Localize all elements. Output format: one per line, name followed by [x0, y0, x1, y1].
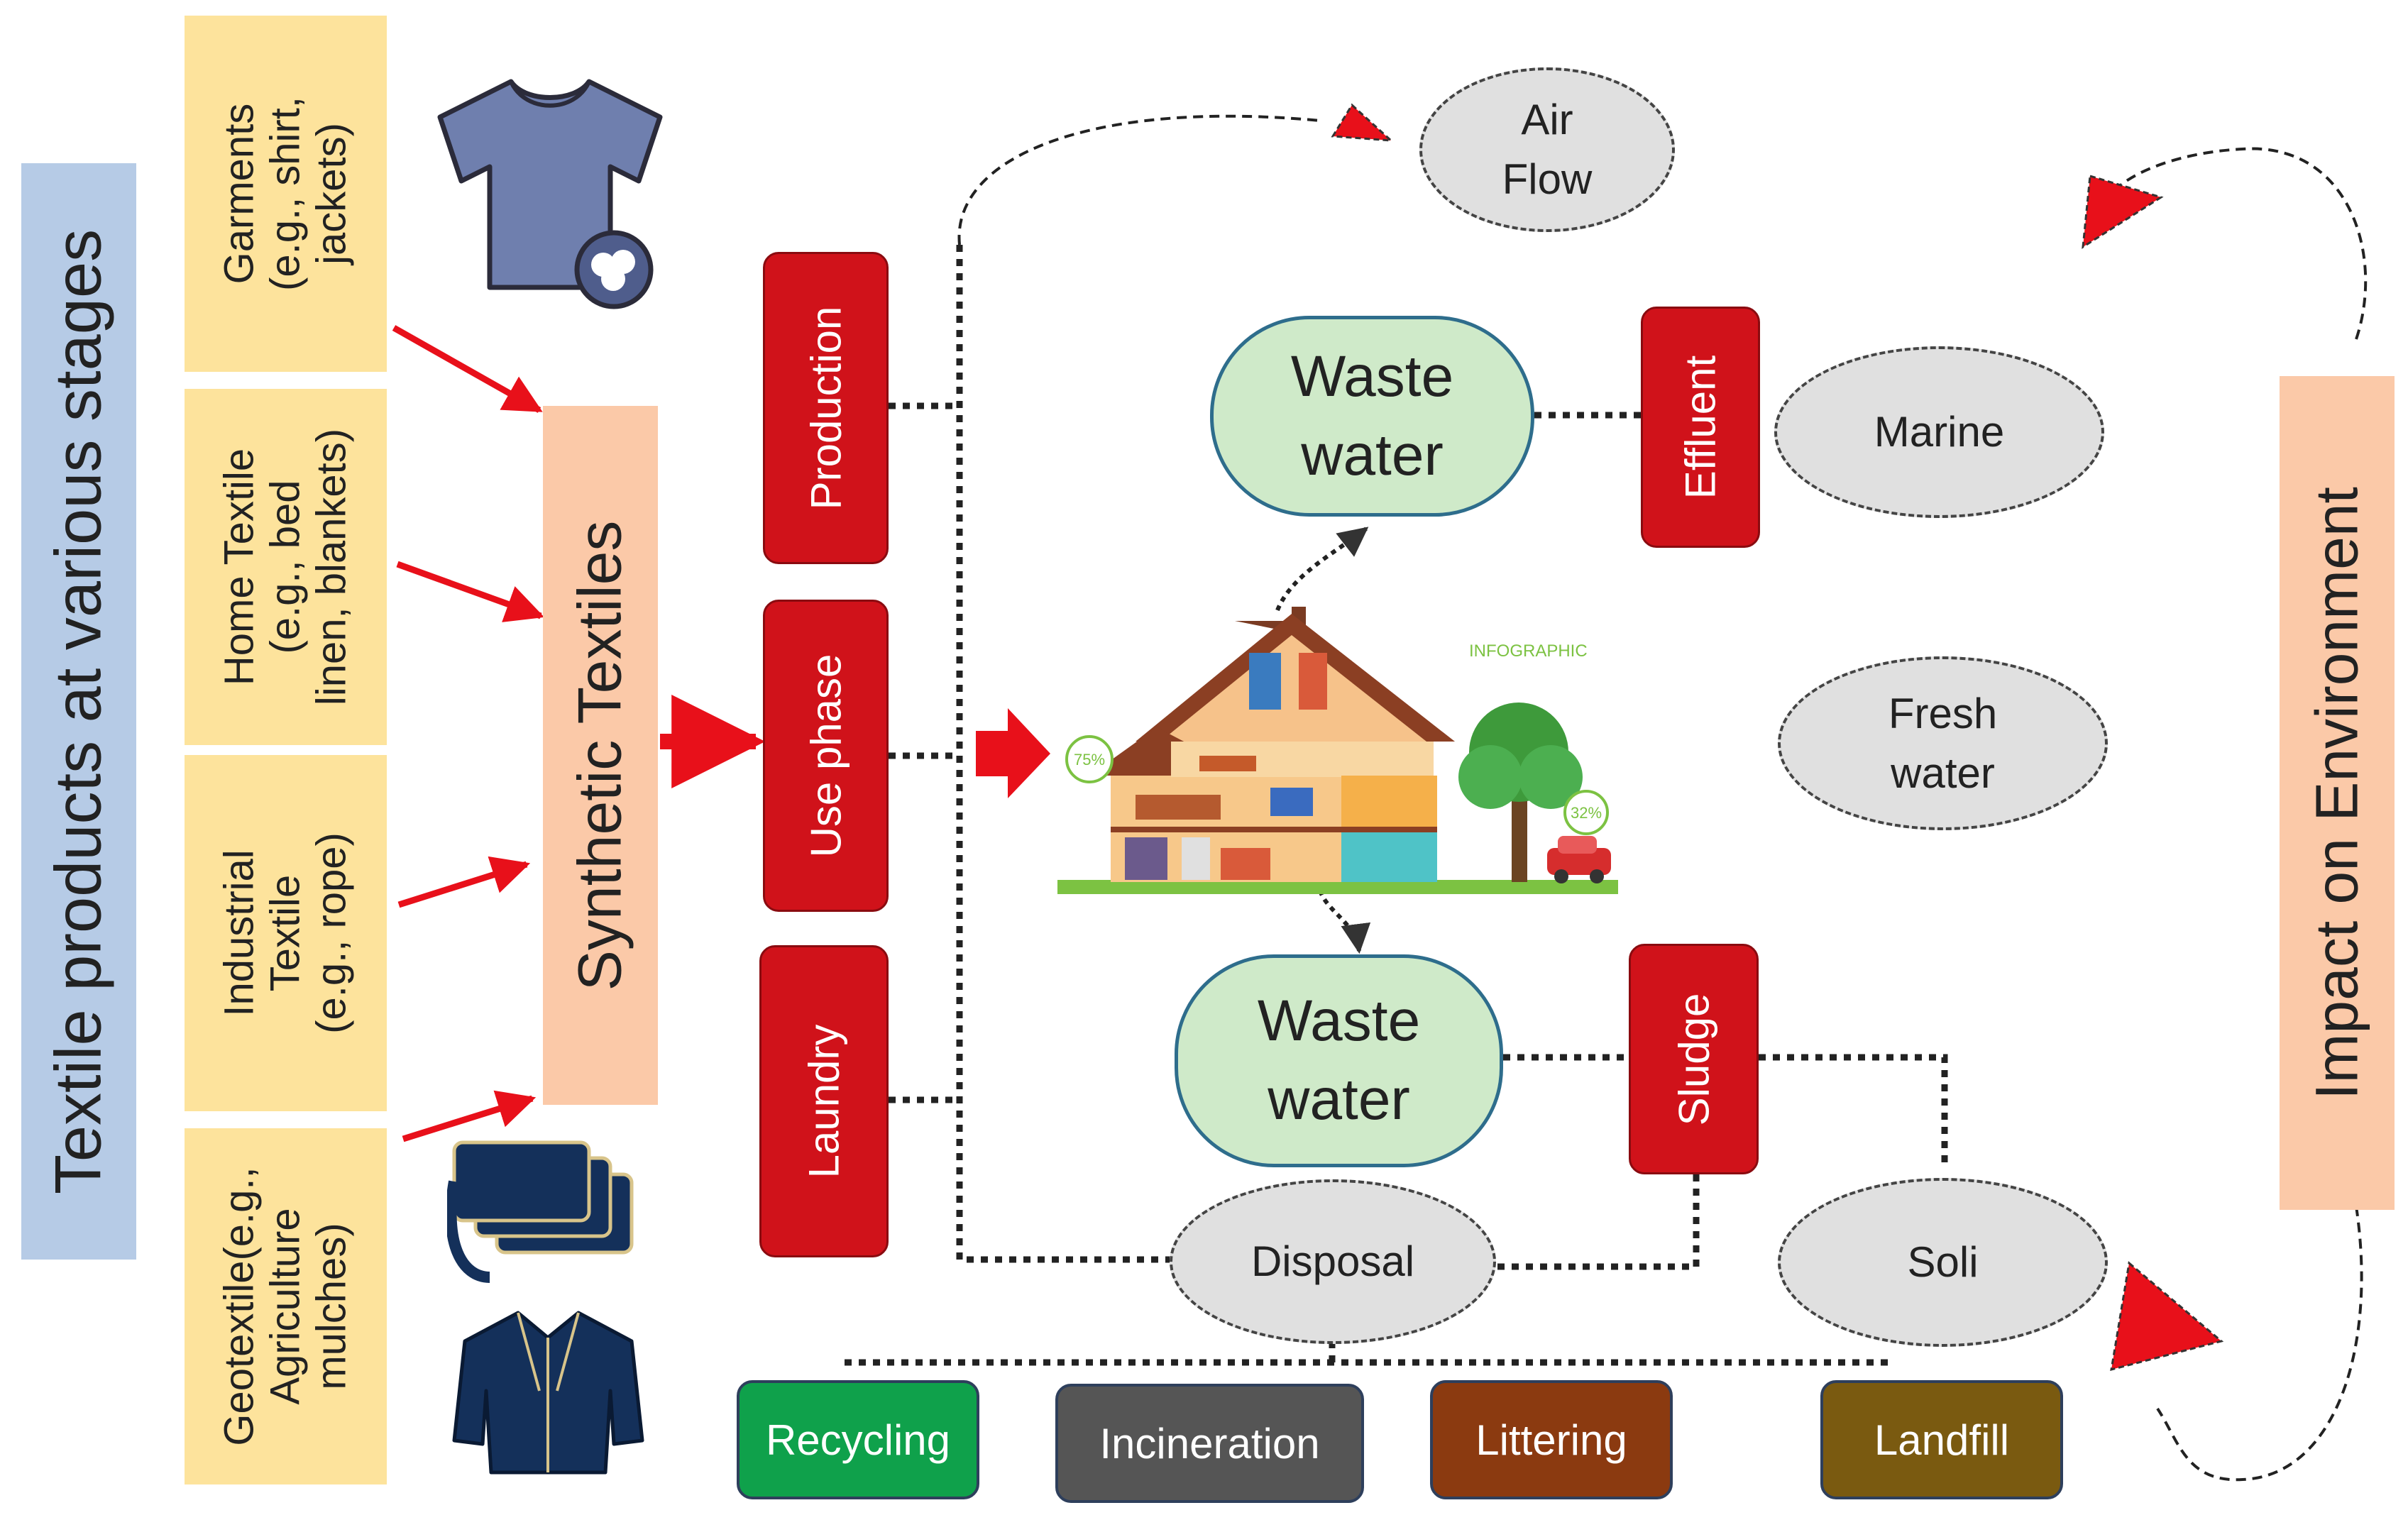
impact-label: Impact on Environment: [2303, 486, 2370, 1100]
stage-laundry: Laundry: [759, 945, 889, 1257]
house-illustration: INFOGRAPHIC 75% 32%: [1057, 607, 1618, 894]
arrow-garments: [392, 325, 543, 413]
arrow-industrial: [397, 856, 531, 908]
marine-ellipse: Marine: [1774, 346, 2104, 518]
pct-left-badge: [1065, 735, 1114, 783]
stage-production: Production: [763, 252, 889, 564]
house-header: INFOGRAPHIC: [1469, 641, 1588, 661]
sludge-box: Sludge: [1629, 944, 1759, 1174]
curve-impact-bottom: [2156, 1206, 2363, 1482]
arrow-home-textile: [396, 561, 545, 622]
category-home-textile: Home Textile (e.g., bed linen, blankets): [185, 389, 387, 745]
air-flow-ellipse: Air Flow: [1419, 67, 1675, 232]
title-bar: Textile products at various stages: [21, 163, 136, 1260]
stage-label: Laundry: [800, 1024, 848, 1179]
curve-to-air-flow: [957, 114, 1321, 246]
method-recycling: Recycling: [737, 1380, 979, 1499]
pct-right: 32%: [1571, 804, 1602, 822]
synthetic-textiles-box: Synthetic Textiles: [543, 406, 658, 1105]
category-geotextile: Geotextile(e.g., Agriculture mulches): [185, 1128, 387, 1484]
disposal-ellipse: Disposal: [1170, 1179, 1496, 1344]
effluent-box: Effluent: [1641, 307, 1760, 548]
folded-blanket-icon: [447, 1140, 634, 1283]
car-icon: [1547, 836, 1611, 883]
impact-top-arrowhead: [2082, 175, 2164, 249]
method-landfill: Landfill: [1820, 1380, 2063, 1499]
category-label: Garments (e.g., shirt, jackets): [216, 97, 354, 291]
impact-box: Impact on Environment: [2280, 376, 2395, 1210]
jacket-icon: [452, 1311, 644, 1475]
arrow-house-to-ww-bottom: [1318, 889, 1371, 954]
impact-bottom-arrowhead: [2110, 1261, 2224, 1372]
fresh-water-ellipse: Fresh water: [1778, 656, 2108, 830]
tshirt-icon: [437, 79, 663, 309]
stage-label: Production: [802, 306, 850, 510]
arrow-geotextile: [402, 1090, 537, 1142]
waste-water-top: Waste water: [1210, 316, 1534, 517]
stage-label: Use phase: [802, 654, 850, 858]
category-garments: Garments (e.g., shirt, jackets): [185, 16, 387, 372]
arrow-use-to-house: [976, 708, 1050, 798]
page-title: Textile products at various stages: [42, 228, 115, 1194]
tree-icon: [1458, 703, 1583, 882]
method-incineration: Incineration: [1055, 1384, 1364, 1503]
cotton-badge-icon: [574, 230, 654, 309]
effluent-label: Effluent: [1676, 355, 1725, 500]
category-label: Geotextile(e.g., Agriculture mulches): [216, 1167, 354, 1446]
sludge-label: Sludge: [1670, 993, 1717, 1125]
pct-right-badge: [1563, 790, 1609, 835]
category-label: Industrial Textile (e.g., rope): [216, 832, 354, 1034]
synthetic-textiles-label: Synthetic Textiles: [566, 520, 634, 991]
category-label: Home Textile (e.g., bed linen, blankets): [216, 428, 354, 706]
curve-impact-top: [2110, 147, 2368, 340]
arrow-house-to-ww-top: [1275, 527, 1369, 612]
category-industrial-textile: Industrial Textile (e.g., rope): [185, 755, 387, 1111]
soil-ellipse: Soli: [1778, 1178, 2108, 1347]
air-flow-arrowhead: [1331, 103, 1395, 142]
method-littering: Littering: [1430, 1380, 1673, 1499]
dotted-backbone: [845, 245, 1948, 1366]
waste-water-bottom: Waste water: [1175, 954, 1503, 1167]
stage-use-phase: Use phase: [763, 600, 889, 912]
pct-left: 75%: [1074, 751, 1105, 768]
